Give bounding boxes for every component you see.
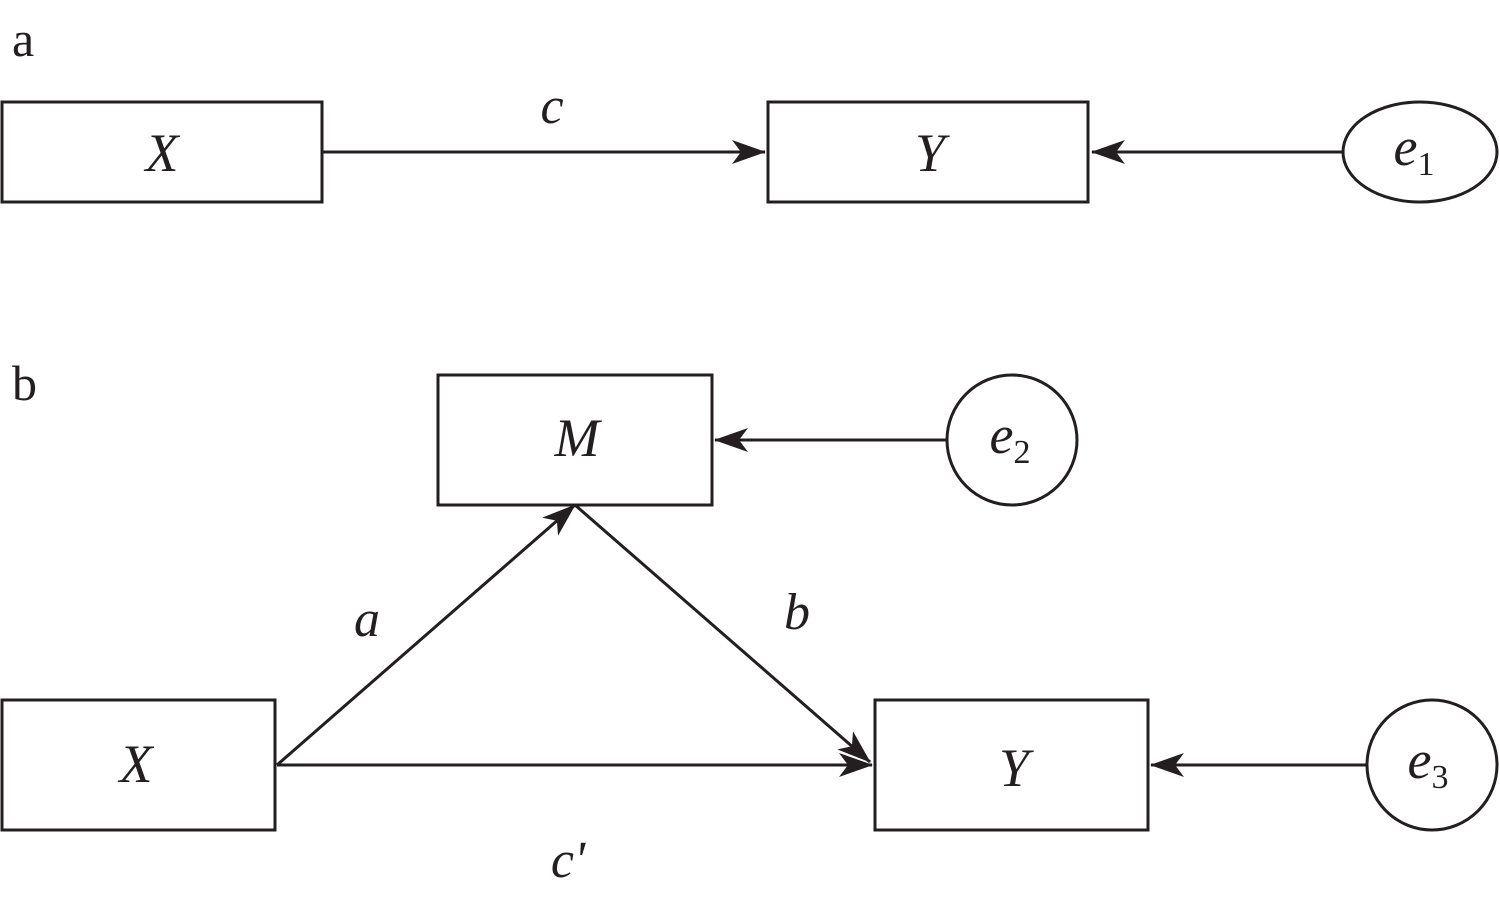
node-a-y-label: Y — [915, 123, 950, 183]
error-e3: e3 — [1365, 698, 1499, 832]
panel-a: a X Y e1 c — [0, 11, 1499, 204]
path-c-label: c — [540, 78, 563, 135]
node-b-y-label: Y — [999, 738, 1034, 798]
panel-a-label: a — [12, 11, 34, 67]
node-b-x: X — [0, 698, 277, 832]
node-b-y-box — [873, 698, 1150, 832]
error-e2: e2 — [945, 373, 1079, 507]
error-e1: e1 — [1341, 100, 1499, 204]
node-a-x-label: X — [144, 123, 181, 183]
node-b-x-box — [0, 698, 277, 832]
node-a-y-box — [766, 100, 1090, 204]
node-a-x-box — [0, 100, 324, 204]
path-c-prime-label: c' — [551, 832, 586, 889]
panel-b-label: b — [12, 355, 37, 411]
error-e1-label: e1 — [1394, 117, 1435, 183]
path-b-label: b — [784, 584, 810, 641]
node-b-m: M — [436, 373, 714, 507]
error-e3-label: e3 — [1408, 730, 1449, 796]
node-b-y: Y — [873, 698, 1150, 832]
panel-b: b M X Y e2 e3 a b c' — [0, 355, 1499, 889]
node-b-x-label: X — [118, 734, 155, 794]
path-b-arrow — [574, 503, 871, 764]
node-b-m-box — [436, 373, 714, 507]
node-a-y: Y — [766, 100, 1090, 204]
path-a-arrow — [276, 503, 576, 767]
error-e2-label: e2 — [990, 405, 1031, 471]
node-b-m-label: M — [554, 408, 603, 468]
node-a-x: X — [0, 100, 324, 204]
path-a-label: a — [354, 591, 380, 648]
